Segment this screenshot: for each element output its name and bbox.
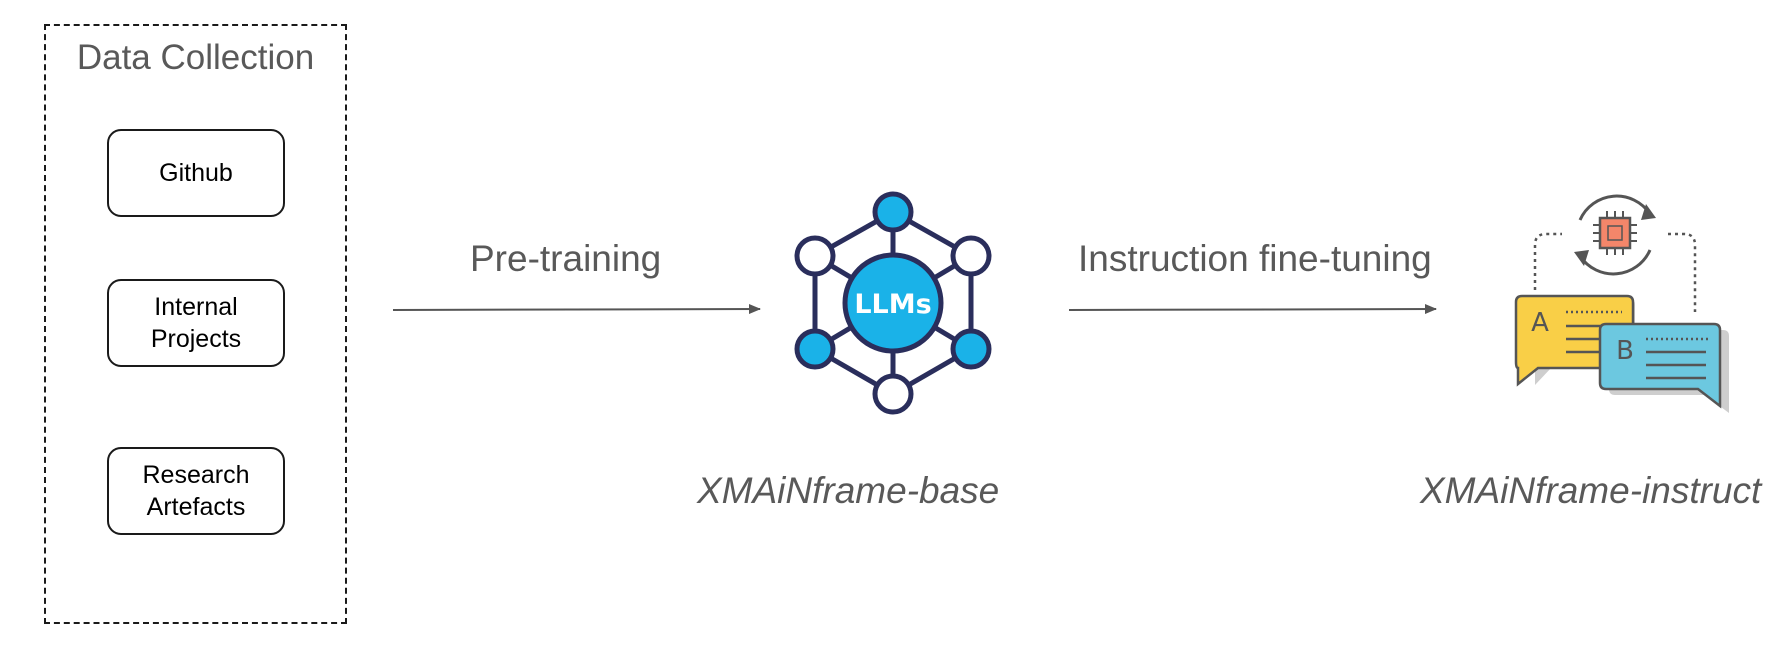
finetuning-arrow (1068, 304, 1437, 315)
base-model-label: XMAiNframe-base (697, 470, 1000, 511)
chat-bubble-icon (1598, 322, 1729, 413)
llm-network-icon (794, 191, 992, 415)
pretraining-arrow (392, 304, 761, 315)
chip-icon (1593, 211, 1637, 255)
source-label: Research (142, 461, 250, 489)
chat-a-label: A (1531, 308, 1549, 338)
data-collection-title: Data Collection (76, 38, 315, 77)
pretraining-label: Pre-training (470, 238, 662, 279)
source-box-internal-projects: Internal Projects (107, 279, 285, 367)
data-collection-region (44, 24, 347, 624)
cycle-arrowhead (1574, 250, 1589, 266)
finetuning-label: Instruction fine-tuning (1078, 238, 1432, 279)
source-box-research-artefacts: Research Artefacts (107, 447, 285, 535)
source-label: Github (159, 159, 233, 187)
source-box-github: Github (107, 129, 285, 217)
chat-b-label: B (1616, 336, 1634, 366)
instruct-model-label: XMAiNframe-instruct (1420, 470, 1762, 511)
cycle-arrows-icon (1578, 194, 1652, 276)
source-label: Internal (154, 293, 238, 321)
source-label: Artefacts (146, 493, 246, 521)
instruct-icon: A B (1514, 194, 1729, 413)
source-label: Projects (150, 325, 242, 353)
llm-hub-label: LLMs (854, 289, 931, 320)
cycle-arrowhead (1641, 204, 1656, 220)
